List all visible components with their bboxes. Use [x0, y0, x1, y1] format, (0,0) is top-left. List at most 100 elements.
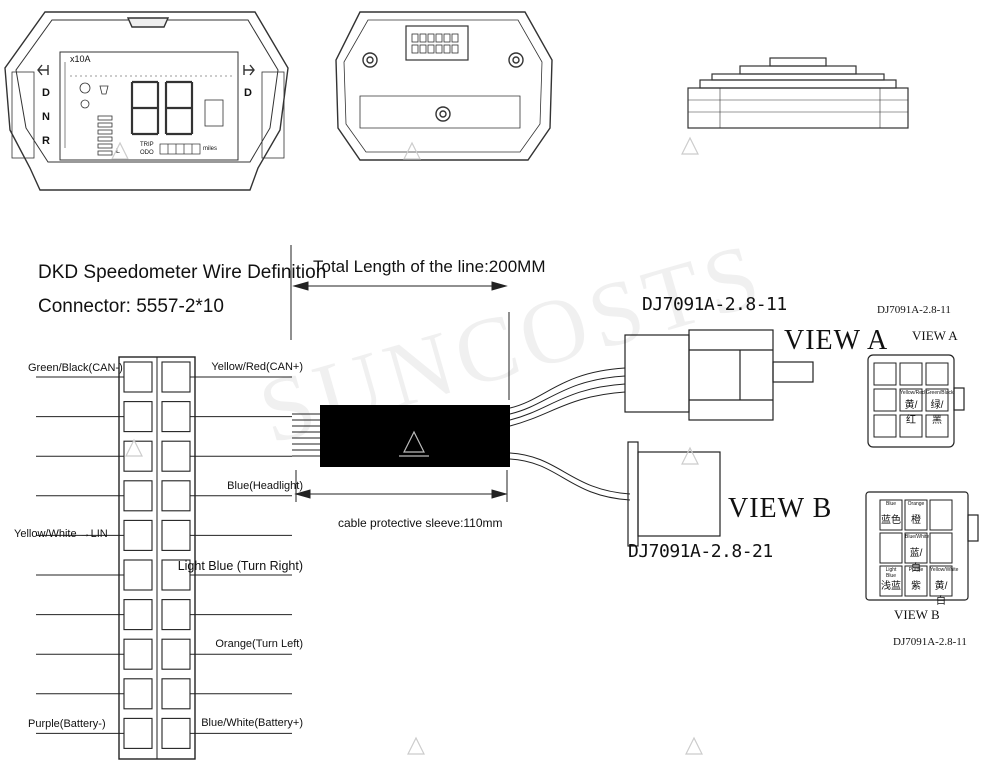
output-wires	[509, 367, 631, 501]
pin-label-left: Yellow/White →LIN	[14, 528, 108, 541]
input-wires	[292, 413, 320, 457]
pin-label-right: Yellow/Red(CAN+)	[211, 361, 303, 373]
pin-cell-right	[161, 678, 191, 710]
view-b-cell	[929, 565, 953, 597]
pin-cell-right	[161, 480, 191, 512]
pin-cell-right	[161, 717, 191, 749]
connector-a-profile	[624, 329, 814, 421]
view-b-part-small: DJ7091A-2.8-11	[893, 636, 967, 648]
view-b-cell	[904, 565, 928, 597]
sleeve-label: cable protective sleeve:110mm	[338, 516, 503, 530]
view-a-cell	[925, 388, 949, 412]
pin-cell-left	[123, 361, 153, 393]
view-b-cell	[929, 532, 953, 564]
view-b-cell-color-cn: 浅蓝	[881, 581, 901, 592]
view-a-small-label: VIEW A	[912, 328, 958, 343]
pin-cell-right	[161, 599, 191, 631]
view-b-cells	[879, 499, 953, 597]
pin-cell-left	[123, 717, 153, 749]
pin-label-left: Purple(Battery-)	[28, 718, 106, 731]
view-a-cell-color-cn: 黄/红	[904, 400, 918, 426]
product-views	[4, 11, 909, 191]
view-b-cell-color-en: Orange	[907, 501, 925, 507]
display-fuel-l: L	[116, 148, 120, 155]
pin-cell-right	[161, 638, 191, 670]
dashboard-side-view	[687, 57, 909, 129]
view-b-cell-color-en: Light Blue	[885, 567, 897, 579]
view-b-face	[865, 491, 979, 601]
pin-cell-right	[161, 361, 191, 393]
display-gear-d: D	[42, 87, 50, 99]
view-a-cell-text: Green/Black 绿/黑	[926, 389, 954, 426]
display-odo: ODO	[140, 150, 154, 156]
pin-label-left: Green/Black(CAN-)	[28, 362, 123, 374]
display-trip: TRIP	[140, 142, 154, 148]
connector-label: Connector: 5557-2*10	[38, 296, 224, 317]
view-b-cell-color-en: Purple	[908, 567, 924, 573]
diagram-title: DKD Speedometer Wire Definition	[38, 262, 327, 283]
view-b-label: VIEW B	[728, 493, 833, 524]
view-b-cell	[879, 565, 903, 597]
view-a-cell-color-en: Yellow/Red	[900, 390, 925, 396]
part-a-label: DJ7091A-2.8-11	[642, 294, 787, 315]
view-b-cell-color-cn: 紫	[911, 581, 921, 592]
dashboard-front-view	[4, 11, 289, 191]
view-a-cell-color-cn: 绿/黑	[930, 400, 944, 426]
display-multiplier: x10A	[70, 54, 91, 64]
view-a-cell	[899, 362, 923, 386]
dashboard-back-view	[335, 11, 553, 161]
pin-label-right: Blue(Headlight)	[227, 479, 303, 492]
pin-label-right: Orange(Turn Left)	[215, 638, 303, 651]
view-a-cell-text: Yellow/Red 黄/红	[900, 389, 925, 426]
pin-cell-left	[123, 678, 153, 710]
pin-cell-left	[123, 599, 153, 631]
watermark-logos	[111, 136, 703, 755]
view-b-cell-text: Purple 紫	[905, 566, 927, 596]
display-mileage-unit: miles	[203, 146, 218, 152]
pin-label-right: Light Blue (Turn Right)	[177, 559, 303, 573]
cable-sleeve	[320, 405, 510, 467]
view-a-label: VIEW A	[784, 325, 889, 356]
view-a-cells	[873, 362, 949, 438]
pin-cell-right	[161, 440, 191, 472]
view-b-cell-text: Light Blue 浅蓝	[880, 566, 902, 596]
view-a-cell	[873, 362, 897, 386]
view-a-cell	[925, 362, 949, 386]
view-b-cell	[879, 532, 903, 564]
view-b-cell-color-cn: 蓝/白	[909, 548, 923, 574]
pin-cell-left	[123, 559, 153, 591]
view-b-cell-color-cn: 橙	[911, 515, 921, 526]
view-a-cell	[873, 414, 897, 438]
view-b-small-label: VIEW B	[894, 607, 940, 622]
display-gear-r: R	[42, 135, 50, 147]
pin-leader-lines	[36, 376, 292, 734]
pin-cell-left	[123, 480, 153, 512]
view-b-cell-color-en: Blue	[885, 501, 896, 507]
view-b-cell-color-cn: 黄/白	[934, 581, 948, 607]
pin-cell-right	[161, 401, 191, 433]
display-right-d: D	[244, 87, 252, 99]
view-b-cell-color-cn: 蓝色	[881, 515, 901, 526]
view-b-cell	[904, 499, 928, 531]
view-b-cell-text: Orange 橙	[905, 500, 927, 530]
view-a-part-small: DJ7091A-2.8-11	[877, 304, 951, 316]
view-a-cell	[899, 414, 923, 438]
part-b-label: DJ7091A-2.8-21	[628, 541, 773, 562]
view-b-cell-text: Yellow/White 黄/白	[930, 566, 959, 607]
connector-b-profile	[627, 441, 721, 547]
view-b-cell-color-en: Yellow/White	[930, 567, 959, 573]
view-a-cell	[899, 388, 923, 412]
view-b-cell-text: Blue 蓝色	[880, 500, 902, 530]
view-b-cell	[904, 532, 928, 564]
pin-cell-left	[123, 401, 153, 433]
total-length-label: Total Length of the line:200MM	[313, 257, 546, 276]
view-b-cell	[879, 499, 903, 531]
pin-cell-left	[123, 638, 153, 670]
view-a-cell-color-en: Green/Black	[926, 390, 954, 396]
pin-cell-right	[161, 519, 191, 551]
view-a-face	[867, 354, 965, 448]
view-b-cell	[929, 499, 953, 531]
